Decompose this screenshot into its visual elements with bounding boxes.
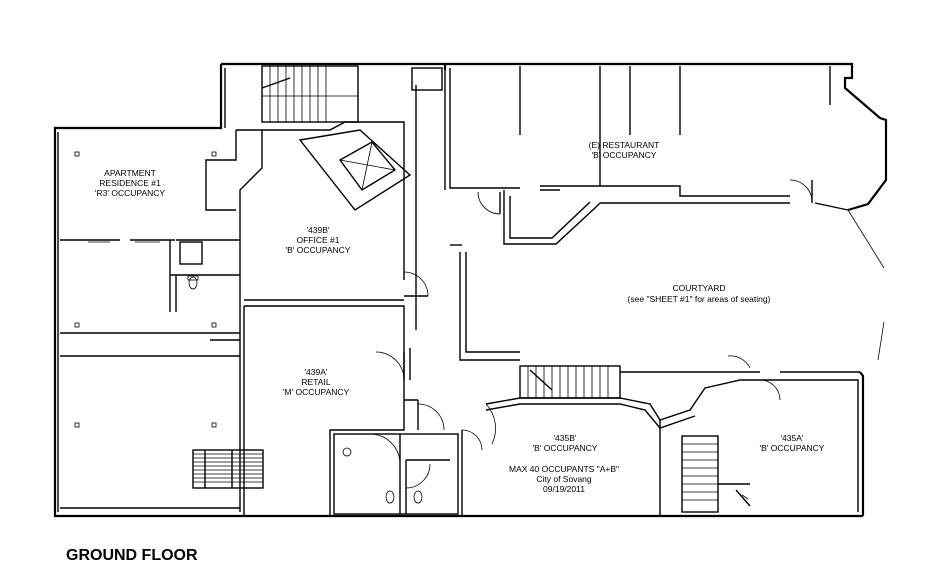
drawing-title: GROUND FLOOR bbox=[66, 547, 198, 564]
unit-435b-label-line1: '435B' bbox=[553, 433, 576, 443]
unit-435a-label: '435A' 'B' OCCUPANCY bbox=[760, 433, 825, 453]
office-439b-label: '439B' OFFICE #1 'B' OCCUPANCY bbox=[286, 225, 351, 255]
apartment-stair bbox=[192, 449, 264, 489]
courtyard-label-line2: (see "SHEET #1" for areas of seating) bbox=[628, 294, 771, 304]
apartment-walls bbox=[60, 129, 263, 512]
unit-435b-label: '435B' 'B' OCCUPANCY bbox=[533, 433, 598, 453]
retail-439a-label: '439A' RETAIL 'M' OCCUPANCY bbox=[283, 367, 350, 397]
unit-435b-walls bbox=[461, 379, 760, 516]
apartment-label-line1: APARTMENT bbox=[104, 168, 156, 178]
corridor-walls bbox=[375, 64, 446, 401]
unit-435a-walls bbox=[681, 355, 859, 513]
apartment-label-line2: RESIDENCE #1 bbox=[99, 178, 161, 188]
restaurant-walls bbox=[449, 66, 849, 245]
restrooms bbox=[333, 400, 483, 515]
occupancy-note-line3: 09/19/2011 bbox=[543, 484, 585, 494]
apartment-label-line3: 'R3' OCCUPANCY bbox=[95, 188, 165, 198]
retail-439a-walls bbox=[243, 306, 405, 516]
apartment-label: APARTMENT RESIDENCE #1 'R3' OCCUPANCY bbox=[95, 168, 165, 198]
retail-label-line1: '439A' bbox=[304, 367, 327, 377]
exterior-walls bbox=[53, 62, 888, 518]
courtyard-label: COURTYARD (see "SHEET #1" for areas of s… bbox=[628, 283, 771, 304]
unit-435b-label-line2: 'B' OCCUPANCY bbox=[533, 443, 598, 453]
occupancy-note-line1: MAX 40 OCCUPANTS "A+B" bbox=[509, 464, 619, 474]
courtyard-label-line1: COURTYARD bbox=[672, 283, 725, 293]
office-label-line2: OFFICE #1 bbox=[297, 235, 340, 245]
unit-435a-label-line1: '435A' bbox=[780, 433, 803, 443]
office-label-line3: 'B' OCCUPANCY bbox=[286, 245, 351, 255]
office-439b-walls bbox=[244, 121, 429, 330]
courtyard-walls bbox=[450, 244, 860, 373]
elevator bbox=[298, 129, 412, 211]
courtyard-stair bbox=[519, 365, 621, 399]
occupancy-note-line2: City of Sovang bbox=[536, 474, 592, 484]
restaurant-label-line1: (E) RESTAURANT bbox=[589, 140, 660, 150]
unit-435a-label-line2: 'B' OCCUPANCY bbox=[760, 443, 825, 453]
retail-label-line3: 'M' OCCUPANCY bbox=[283, 387, 350, 397]
office-label-line1: '439B' bbox=[306, 225, 329, 235]
restaurant-label: (E) RESTAURANT 'B' OCCUPANCY bbox=[589, 140, 660, 160]
occupancy-note: MAX 40 OCCUPANTS "A+B" City of Sovang 09… bbox=[509, 464, 619, 494]
top-stair bbox=[261, 65, 443, 123]
retail-label-line2: RETAIL bbox=[301, 377, 330, 387]
restaurant-label-line2: 'B' OCCUPANCY bbox=[592, 150, 657, 160]
